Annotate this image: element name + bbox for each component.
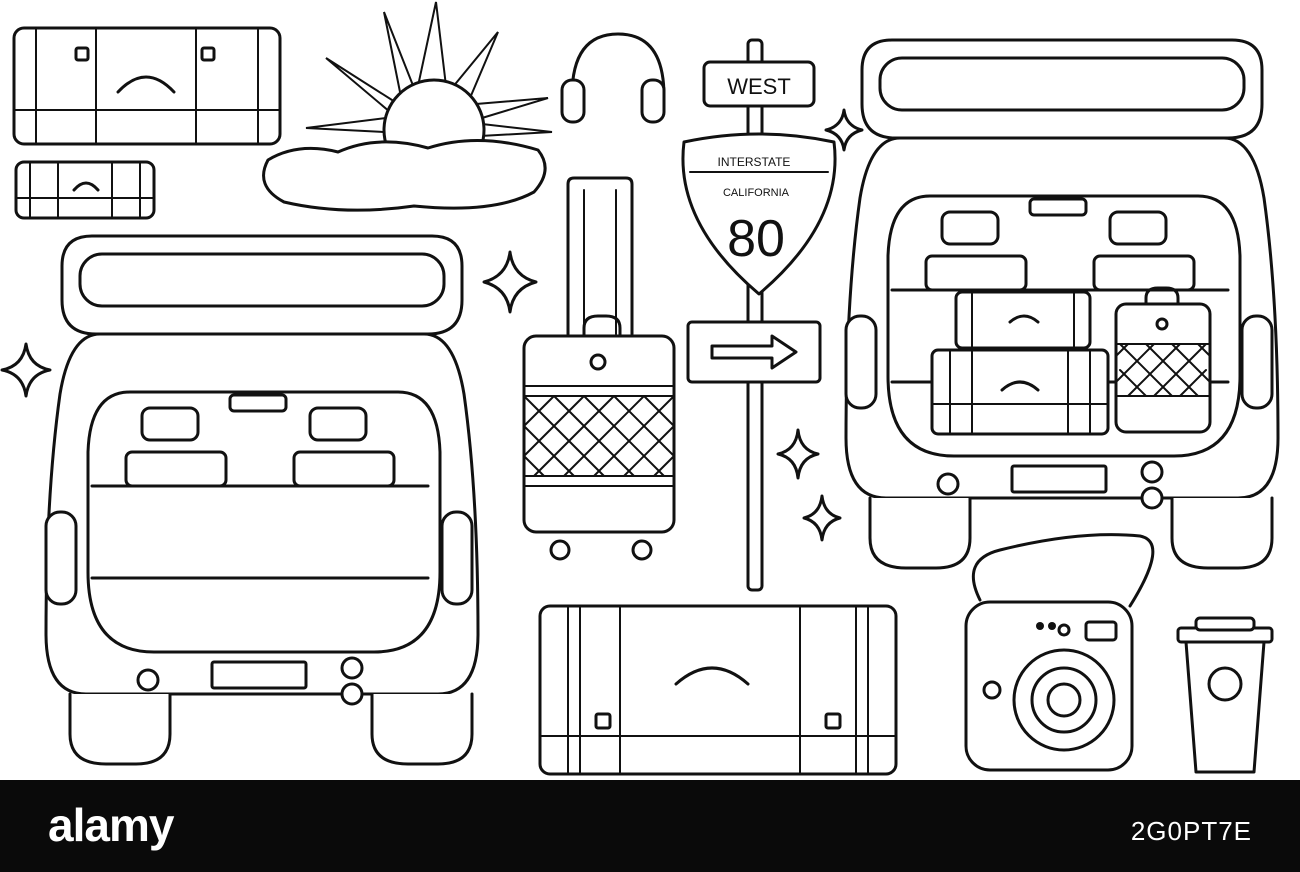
sign-route-type: INTERSTATE [718,155,791,169]
brand-logo: alamy [48,799,174,851]
sign-route-number: 80 [727,210,785,268]
sign-state: CALIFORNIA [723,187,790,199]
sun-cloud-icon [262,1,553,212]
car-rear-loaded [844,38,1280,570]
car-rear-empty [44,234,480,766]
suitcase-small [14,160,156,220]
image-id: 2G0PT7E [1130,816,1252,846]
clipart-canvas: WEST INTERSTATE CALIFORNIA 80 [0,1,1280,776]
west-sign [702,60,816,108]
watermark-footer: alamy 2G0PT7E [0,780,1300,872]
rolling-luggage-icon [522,176,676,561]
arrow-sign [686,320,822,384]
headphones-icon [560,32,666,124]
instant-camera-icon [964,533,1155,772]
arrow-right-icon [710,334,798,370]
suitcase-large-bottom [538,604,898,776]
interstate-sign: WEST INTERSTATE CALIFORNIA 80 [681,38,837,592]
sign-direction: WEST [727,74,791,99]
coffee-cup-icon [1176,616,1274,774]
sparkle-icons [0,108,864,542]
suitcase-large-top [12,26,282,146]
interstate-shield-icon [681,132,837,296]
